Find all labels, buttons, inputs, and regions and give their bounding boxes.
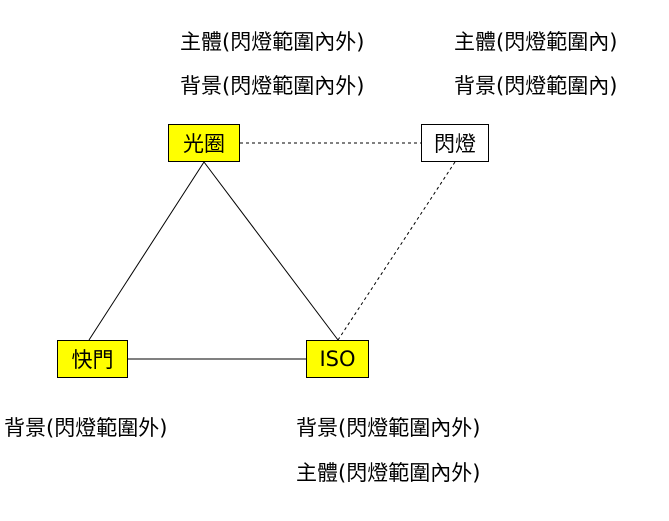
iso-node: ISO	[306, 340, 369, 378]
aperture-background-label: 背景(閃燈範圍內外)	[180, 74, 365, 98]
shutter-node: 快門	[57, 340, 128, 378]
flash-background-label: 背景(閃燈範圍內)	[454, 74, 618, 98]
aperture-subject-label: 主體(閃燈範圍內外)	[180, 30, 365, 54]
flash-node: 閃燈	[421, 124, 489, 162]
edge-aperture-iso	[203, 161, 339, 341]
shutter-background-label: 背景(閃燈範圍外)	[4, 416, 168, 440]
flash-subject-label: 主體(閃燈範圍內)	[454, 30, 618, 54]
edge-aperture-shutter	[88, 161, 205, 341]
iso-subject-label: 主體(閃燈範圍內外)	[296, 461, 481, 485]
iso-background-label: 背景(閃燈範圍內外)	[296, 416, 481, 440]
edge-flash-iso-dashed	[337, 161, 456, 341]
aperture-node: 光圈	[168, 124, 240, 162]
